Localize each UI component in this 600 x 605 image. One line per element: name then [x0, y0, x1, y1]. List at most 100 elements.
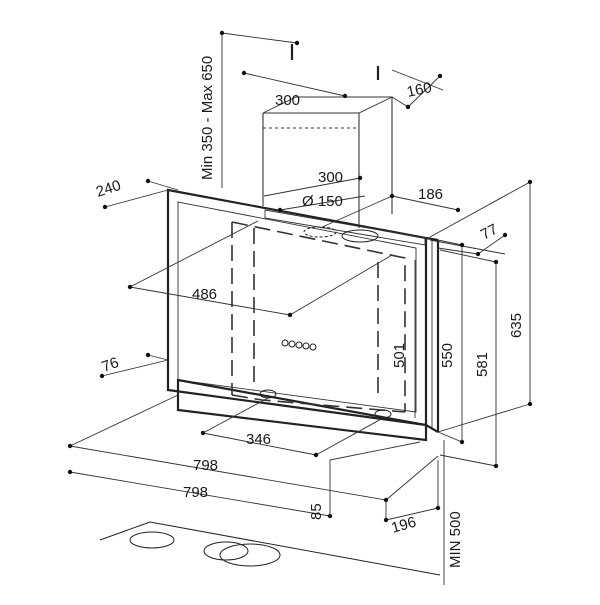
width-798-a-label: 798: [193, 457, 218, 474]
control-button-icon: [295, 341, 303, 349]
extension-line: [437, 239, 463, 246]
dimension-span-346: 346: [200, 397, 384, 458]
burner-left-icon: [129, 531, 175, 549]
hood-side-label: 240: [94, 177, 123, 201]
duct-width-label: 300: [275, 92, 300, 109]
outlet-dashed-ring: [303, 226, 337, 238]
dimension-width-798-a: 798: [67, 394, 439, 503]
duct-height-label: Min 350 - Max 650: [199, 56, 216, 180]
dimension-tick: [459, 439, 465, 445]
dimension-width-798-b: 798: [67, 469, 333, 519]
dimension-tick: [435, 505, 441, 511]
extension-line-top: [221, 32, 298, 44]
hidden-line-top-right: [231, 221, 406, 412]
extension-line: [429, 181, 531, 238]
extension-line: [129, 220, 259, 288]
span-346-label: 346: [246, 431, 271, 448]
extension-line: [104, 189, 169, 208]
control-button-icon: [288, 340, 296, 348]
cooktop-outline: [99, 521, 441, 576]
depth-196-label: 196: [389, 514, 418, 537]
extension-line: [439, 249, 497, 263]
lamps: [259, 389, 392, 419]
dimension-line: [407, 75, 441, 108]
dimension-duct-depth: 160: [391, 69, 444, 110]
dimension-height-581: 581: [439, 249, 499, 469]
dimension-tick: [493, 259, 499, 265]
dimension-line: [202, 432, 317, 456]
dimension-tick: [313, 452, 319, 458]
extension-line: [437, 247, 479, 255]
dimension-tick: [145, 352, 151, 358]
dimension-outlet-rear: 186: [389, 186, 461, 213]
dimension-depth-77: 77: [429, 221, 508, 257]
dimension-tick: [459, 242, 465, 248]
hood-base: [176, 378, 428, 442]
hood-glass-panel: [166, 188, 440, 442]
dimension-height-635: 635: [429, 179, 533, 433]
dimension-tick: [99, 373, 105, 379]
dimension-tick: [145, 178, 151, 184]
dimension-line: [243, 72, 346, 97]
extension-line: [147, 180, 179, 191]
dimension-tick: [287, 312, 293, 318]
outlet-diameter-label: Ø 150: [302, 193, 343, 210]
dimension-tick: [502, 232, 508, 238]
chimney-duct: [262, 44, 393, 228]
extension-line: [315, 417, 384, 456]
dimension-tick: [219, 30, 225, 36]
air-outlet: [303, 226, 379, 243]
dimension-tick: [493, 463, 499, 469]
duct-depth-label: 160: [405, 79, 433, 101]
width-798-b-label: 798: [183, 484, 208, 501]
control-button-icon: [302, 342, 310, 350]
dimension-duct-height: Min 350 - Max 650: [199, 30, 300, 188]
dimension-tick: [294, 40, 300, 46]
dimension-tick: [67, 469, 73, 475]
dimension-line: [263, 177, 361, 197]
dimension-line: [477, 234, 506, 255]
depth-77-label: 77: [478, 221, 501, 244]
extension-line: [437, 403, 531, 433]
dimension-line: [69, 471, 331, 517]
extension-line: [101, 359, 169, 377]
extension-line: [147, 354, 169, 361]
dimension-tick: [357, 175, 363, 181]
extension-line: [329, 441, 421, 461]
height-550-label: 550: [439, 343, 456, 368]
dimension-line: [129, 286, 291, 316]
dimension-depth-196: 196: [383, 460, 441, 537]
dimension-line: [391, 195, 459, 211]
extension-line: [391, 96, 409, 108]
height-501-label: 501: [391, 343, 408, 368]
dimension-min-clearance: MIN 500: [443, 440, 464, 585]
extension-line: [289, 254, 393, 316]
leader-line: [319, 195, 393, 229]
dimension-outlet-offset: 300: [263, 169, 363, 197]
glass-panel-top: [167, 189, 427, 239]
dimension-left-76: 76: [99, 352, 169, 379]
outlet-offset-label: 300: [318, 169, 343, 186]
dimension-tick: [200, 430, 206, 436]
dimension-tick: [102, 204, 108, 210]
dimension-tick: [455, 207, 461, 213]
dimension-tick: [405, 104, 411, 110]
depth-85-label: 85: [308, 503, 325, 520]
dimension-height-550: 550: [437, 239, 465, 445]
outlet-rear-label: 186: [418, 186, 443, 203]
extension-line: [69, 394, 179, 447]
burner-right-icon: [219, 543, 281, 567]
dimension-depth-85: 85: [308, 441, 421, 520]
dimension-tick: [475, 251, 481, 257]
hood-side-bottom: [425, 424, 439, 433]
dimension-tick: [342, 93, 348, 99]
dimension-tick: [383, 517, 389, 523]
hidden-line-bottom: [231, 394, 406, 413]
extension-line: [391, 69, 444, 91]
dimension-panel-486: 486: [127, 220, 393, 318]
dimension-outlet-diameter: Ø 150: [277, 193, 393, 229]
dimension-tick: [67, 443, 73, 449]
dimension-tick: [527, 179, 533, 185]
